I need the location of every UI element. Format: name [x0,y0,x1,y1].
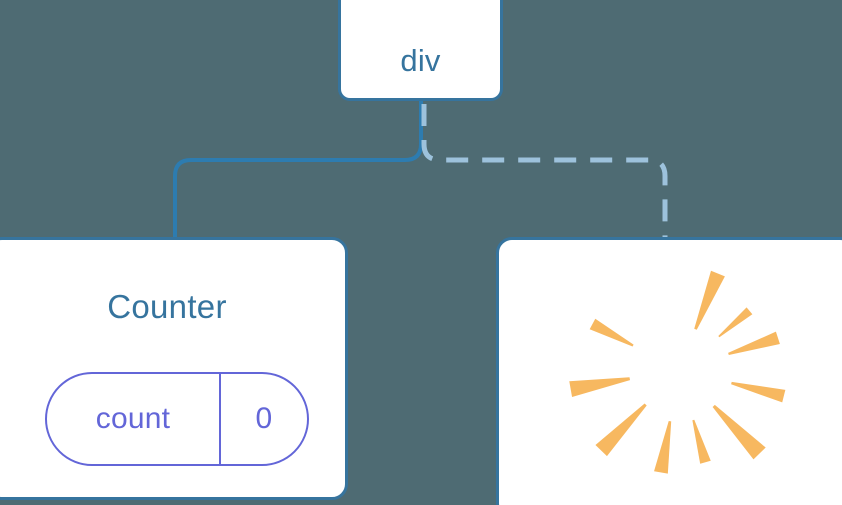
state-pill-key: count [47,374,221,464]
burst-ray-7 [654,420,672,474]
edge-root-to-counter [173,101,423,240]
burst-ray-9 [569,377,631,397]
node-div-label: div [400,43,441,78]
burst-ray-5 [712,404,766,460]
render-burst-icon [569,270,786,474]
node-div[interactable]: div [338,0,503,101]
burst-ray-2 [718,307,753,338]
burst-ray-6 [692,419,711,464]
edge-root-to-burst [421,104,668,240]
node-counter[interactable]: Counter count 0 [0,237,348,500]
node-counter-label: Counter [107,288,227,325]
burst-ray-3 [728,331,780,356]
burst-ray-4 [731,381,786,403]
burst-ray-1 [694,270,725,330]
state-pill-value: 0 [255,402,273,435]
burst-ray-8 [595,403,647,457]
node-render-burst[interactable] [496,237,842,505]
burst-ray-10 [589,318,634,347]
state-pill-count[interactable]: count 0 [45,372,309,466]
